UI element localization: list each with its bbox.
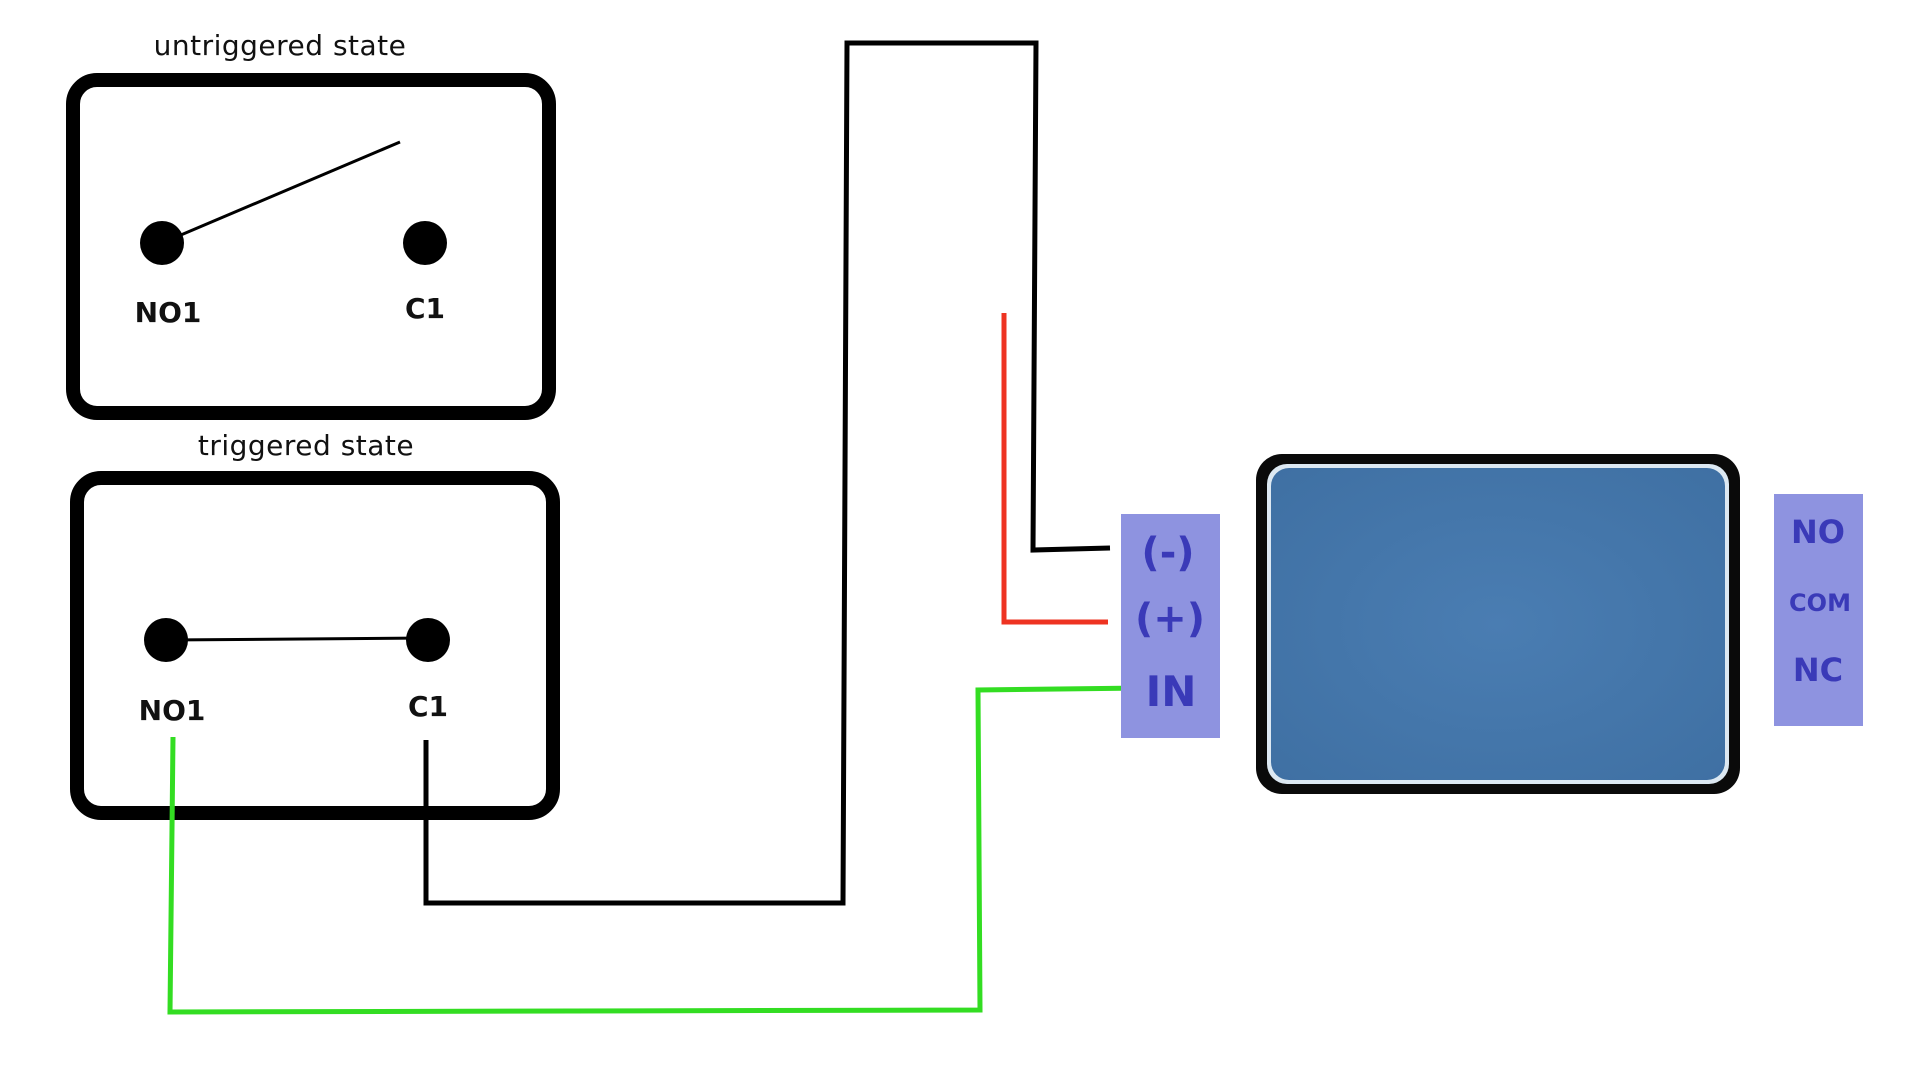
untriggered-c1-contact	[403, 221, 447, 265]
negative-wire	[423, 40, 1111, 906]
input-terminal-block: (-) (+) IN	[1121, 514, 1220, 738]
relay-module-panel	[1271, 468, 1725, 780]
triggered-c1-label: C1	[408, 690, 448, 723]
signal-wire	[167, 685, 1149, 1015]
output-com-label: COM	[1789, 589, 1851, 617]
untriggered-switch-housing	[66, 73, 556, 420]
output-terminal-body	[1774, 494, 1863, 726]
output-no-label: NO	[1791, 513, 1845, 551]
triggered-no1-contact	[144, 618, 188, 662]
input-terminal-body	[1121, 514, 1220, 738]
triggered-c1-contact	[406, 618, 450, 662]
untriggered-state-title: untriggered state	[154, 29, 407, 62]
relay-module	[1256, 454, 1740, 794]
terminal-negative-label: (-)	[1141, 530, 1194, 576]
terminal-in-label: IN	[1146, 667, 1197, 716]
positive-wire	[1001, 313, 1108, 625]
untriggered-no1-contact	[140, 221, 184, 265]
closed-switch-lever	[165, 636, 429, 642]
triggered-no1-label: NO1	[139, 694, 206, 727]
untriggered-c1-label: C1	[405, 292, 445, 325]
open-switch-lever	[161, 140, 401, 245]
output-nc-label: NC	[1793, 651, 1843, 689]
untriggered-switch: untriggered state NO1 C1	[66, 29, 556, 420]
triggered-switch: triggered state NO1 C1	[70, 429, 560, 820]
output-terminal-block: NO COM NC	[1774, 494, 1863, 726]
triggered-switch-housing	[70, 471, 560, 820]
triggered-state-title: triggered state	[198, 429, 414, 462]
untriggered-no1-label: NO1	[135, 296, 202, 329]
terminal-positive-label: (+)	[1135, 596, 1205, 642]
